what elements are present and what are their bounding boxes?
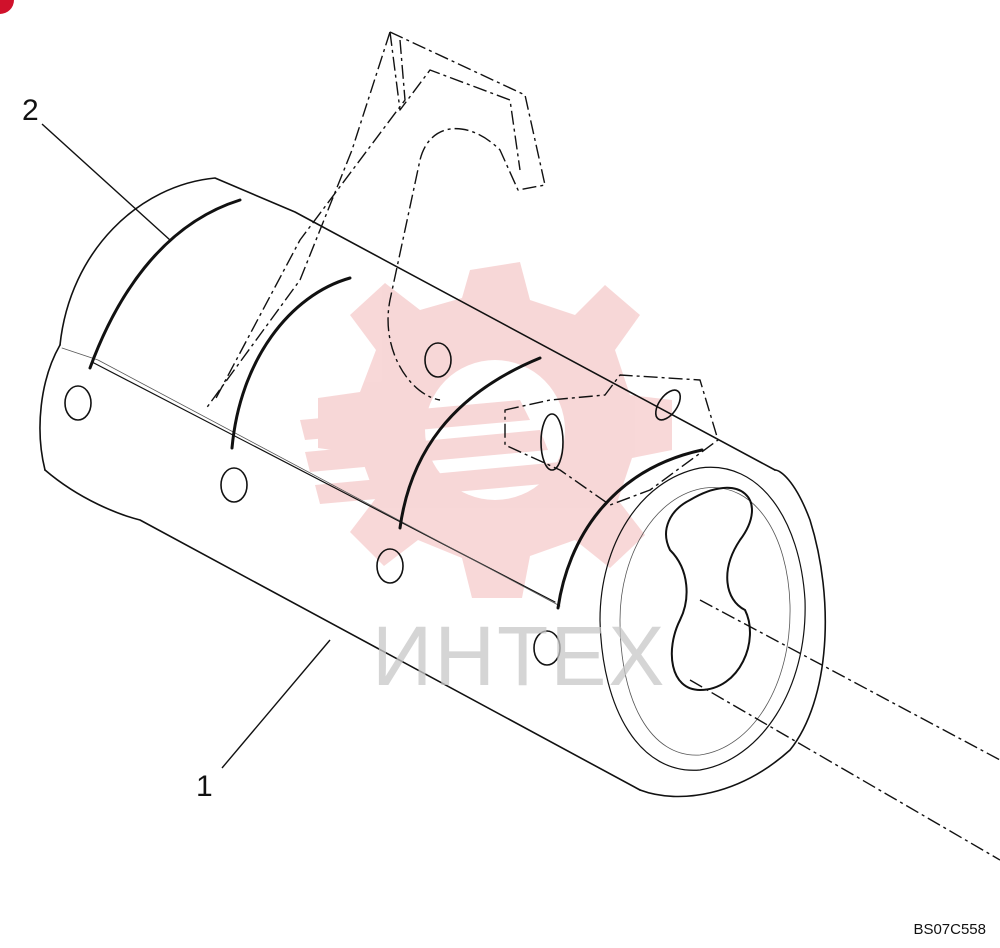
body-hole-1	[64, 385, 92, 421]
cylinder-left-end	[39, 344, 61, 471]
bracket-phantom	[504, 374, 719, 506]
right-end-cap-outer	[599, 466, 806, 771]
watermark-text: ИНТЕХ	[372, 609, 667, 703]
body-hole-3	[376, 548, 404, 584]
cylinder-bottom-edge	[44, 469, 641, 791]
callout-part-2: 2	[22, 94, 39, 127]
figure-code: BS07C558	[913, 921, 986, 938]
baffle-3	[398, 356, 542, 530]
inner-tube-hole	[424, 342, 452, 378]
outlet-pipe-phantom-top	[699, 599, 1000, 761]
leader-line-2	[41, 123, 171, 241]
cylinder-right-end	[639, 469, 827, 798]
cylinder-top-edge	[59, 177, 776, 471]
pipe-opening	[540, 413, 564, 471]
body-hole-2	[220, 467, 248, 503]
flange-phantom	[389, 31, 521, 171]
leader-line-1	[221, 639, 331, 769]
inlet-pipe-phantom-inner	[214, 39, 406, 401]
inner-edge-line	[61, 347, 561, 607]
inlet-pipe-phantom	[387, 31, 546, 401]
bracket-slot	[654, 389, 682, 421]
body-hole-4	[533, 630, 561, 666]
baffle-4	[556, 448, 704, 610]
baffle-1	[88, 198, 242, 370]
callout-part-1: 1	[196, 770, 213, 803]
baffle-2	[230, 276, 352, 450]
outlet-pipe-phantom-bottom	[689, 679, 1000, 861]
outlet-opening	[665, 486, 753, 691]
watermark-logo	[300, 262, 672, 598]
inlet-pipe-phantom-left	[204, 31, 391, 411]
right-end-cap-inner	[619, 487, 791, 756]
